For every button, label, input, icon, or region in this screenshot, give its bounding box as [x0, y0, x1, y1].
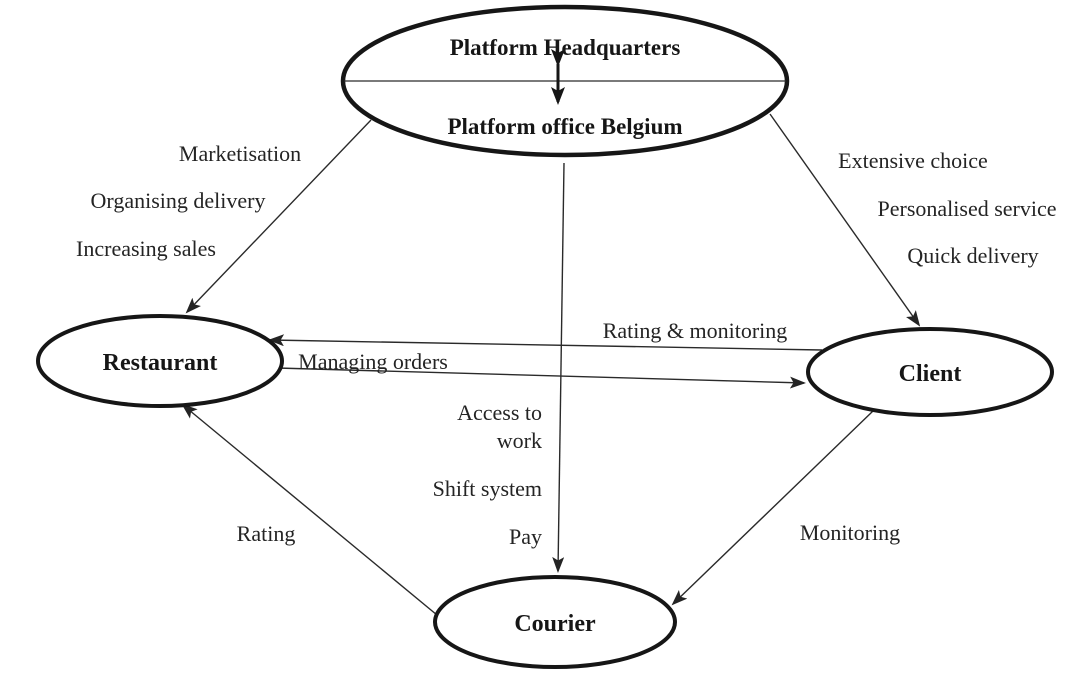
label-increasing-sales: Increasing sales	[76, 236, 216, 261]
label-organising-delivery: Organising delivery	[91, 188, 266, 213]
restaurant-label: Restaurant	[103, 350, 218, 376]
label-work: work	[497, 428, 542, 453]
edge-platform-to-client	[769, 113, 921, 327]
platform-office-belgium-label: Platform office Belgium	[447, 114, 682, 139]
label-access-to: Access to	[457, 400, 542, 425]
label-managing-orders: Managing orders	[298, 349, 448, 374]
node-courier-ellipse	[433, 575, 677, 669]
label-marketisation: Marketisation	[179, 141, 301, 166]
node-restaurant-ellipse	[36, 314, 284, 408]
label-rating-and-monitoring: Rating & monitoring	[603, 318, 788, 343]
label-rating: Rating	[237, 521, 296, 546]
label-extensive-choice: Extensive choice	[838, 148, 988, 173]
courier-label: Courier	[514, 611, 596, 637]
node-client-ellipse	[806, 327, 1054, 417]
label-monitoring: Monitoring	[800, 520, 900, 545]
edge-platform-to-courier	[552, 162, 565, 573]
label-quick-delivery: Quick delivery	[907, 243, 1038, 268]
platform-headquarters-label: Platform Headquarters	[450, 35, 681, 60]
edge-client-to-courier	[671, 410, 874, 606]
label-shift-system: Shift system	[433, 476, 542, 501]
edge-platform-to-restaurant	[185, 119, 372, 314]
client-label: Client	[899, 361, 962, 387]
edge-client-to-restaurant	[268, 334, 823, 351]
label-personalised-service: Personalised service	[878, 196, 1057, 221]
edge-restaurant-to-client	[276, 367, 806, 389]
edge-courier-to-restaurant	[181, 403, 438, 616]
label-pay: Pay	[509, 524, 542, 549]
